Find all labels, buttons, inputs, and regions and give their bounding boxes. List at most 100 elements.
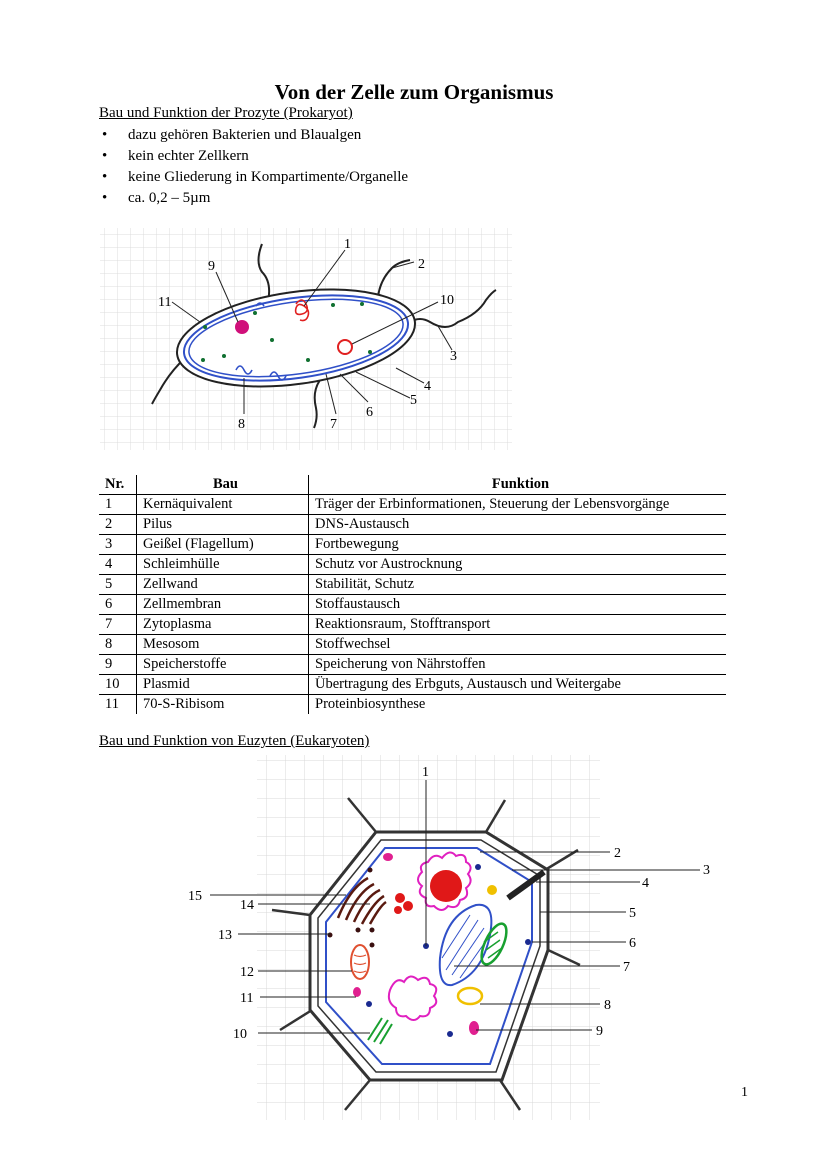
label-4: 4	[642, 876, 649, 891]
label-1: 1	[344, 237, 351, 252]
plasmid	[337, 339, 353, 355]
section-heading-prokaryote: Bau und Funktion der Prozyte (Prokaryot)	[99, 105, 353, 121]
mesosome	[269, 371, 287, 381]
cell-bau: Geißel (Flagellum)	[136, 534, 309, 555]
rough-er	[417, 851, 472, 911]
cell-funktion: Proteinbiosynthese	[315, 696, 426, 712]
flagellum	[409, 289, 497, 328]
label-12: 12	[240, 965, 254, 980]
mesosome	[255, 302, 265, 307]
label-14: 14	[240, 898, 254, 913]
cell-bau: Pilus	[136, 514, 309, 535]
cell-funktion: Reaktionsraum, Stofftransport	[308, 614, 726, 635]
cell-funktion: Fortbewegung	[308, 534, 726, 555]
ribosomes	[201, 302, 372, 362]
cell-bau: Speicherstoffe	[136, 654, 309, 675]
label-10: 10	[233, 1027, 247, 1042]
eukaryote-diagram: 1 2 3 4 5 6 7 8 9 10 11 12 13 14 15	[188, 755, 710, 1120]
label-10: 10	[440, 293, 454, 308]
cell-bau: Zytoplasma	[136, 614, 309, 635]
page-number: 1	[741, 1085, 748, 1100]
lysosome-cluster	[394, 893, 413, 914]
bullet-item: kein echter Zellkern	[99, 146, 408, 167]
mesosome	[235, 365, 253, 375]
label-6: 6	[366, 405, 373, 420]
label-4: 4	[424, 379, 431, 394]
cell-bau: Plasmid	[136, 674, 309, 695]
cell-nr: 7	[99, 614, 137, 635]
cell-nr: 11	[99, 694, 137, 714]
table-header-row: Nr. Bau Funktion	[99, 475, 726, 495]
pilus-top-left	[257, 243, 271, 303]
label-5: 5	[410, 393, 417, 408]
cell-funktion: Träger der Erbinformationen, Steuerung d…	[308, 494, 726, 515]
label-8: 8	[238, 417, 245, 432]
label-11: 11	[240, 991, 253, 1006]
cell-nr: 10	[99, 674, 137, 695]
label-2: 2	[614, 846, 621, 861]
label-5: 5	[629, 906, 636, 921]
nucleus	[430, 870, 462, 902]
label-9: 9	[208, 259, 215, 274]
cell-nr: 2	[99, 514, 137, 535]
cell-wall	[182, 294, 410, 382]
cell-nr: 3	[99, 534, 137, 555]
label-2: 2	[418, 257, 425, 272]
cell-bau: Zellmembran	[136, 594, 309, 615]
label-3: 3	[450, 349, 457, 364]
cell-bau: Mesosom	[136, 634, 309, 655]
column-header: Bau	[136, 475, 309, 495]
cell-bau: Kernäquivalent	[136, 494, 309, 515]
pilus-left	[151, 357, 186, 405]
golgi-apparatus	[336, 876, 387, 925]
storage-granule	[235, 320, 249, 334]
plasmodesma	[506, 869, 546, 901]
cell-funktion: Übertragung des Erbguts, Austausch und W…	[308, 674, 726, 695]
cell-funktion: Stoffaustausch	[308, 594, 726, 615]
cell-bau: Zellwand	[136, 574, 309, 595]
cell-wall	[308, 830, 550, 1082]
label-7: 7	[330, 417, 337, 432]
chloroplast	[367, 1017, 393, 1045]
label-7: 7	[623, 960, 630, 975]
section-heading-eukaryote: Bau und Funktion von Euzyten (Eukaryoten…	[99, 733, 370, 749]
column-header: Funktion	[308, 475, 726, 495]
cell-funktion: Stoffwechsel	[308, 634, 726, 655]
mitochondrion	[350, 944, 370, 980]
cell-funktion: Schutz vor Austrocknung	[308, 554, 726, 575]
page-title: Von der Zelle zum Organismus	[274, 80, 554, 104]
cell-nr: 4	[99, 554, 137, 575]
cell-membrane	[188, 298, 404, 378]
label-1: 1	[422, 765, 429, 780]
bullet-item: keine Gliederung in Kompartimente/Organe…	[99, 167, 408, 188]
prokaryote-diagram: 1 2 3 4 5 6 7 8 9 10 11	[100, 228, 512, 450]
cell-nr: 1	[99, 494, 137, 515]
bullet-list: dazu gehören Bakterien und Blaualgen kei…	[99, 125, 408, 209]
label-13: 13	[218, 928, 232, 943]
cell-funktion: Speicherung von Nährstoffen	[308, 654, 726, 675]
label-6: 6	[629, 936, 636, 951]
cell-nr: 8	[99, 634, 137, 655]
label-15: 15	[188, 889, 202, 904]
pilus-bottom	[313, 379, 321, 429]
cell-bau: Schleimhülle	[136, 554, 309, 575]
smooth-er	[387, 975, 438, 1021]
label-9: 9	[596, 1024, 603, 1039]
bullet-item: ca. 0,2 – 5µm	[99, 188, 408, 209]
cell-funktion: DNS-Austausch	[308, 514, 726, 535]
cell-nr: 5	[99, 574, 137, 595]
peroxisome	[487, 885, 497, 895]
bullet-item: dazu gehören Bakterien und Blaualgen	[99, 125, 408, 146]
cell-membrane	[325, 847, 533, 1065]
label-8: 8	[604, 998, 611, 1013]
column-header: Nr.	[99, 475, 137, 495]
